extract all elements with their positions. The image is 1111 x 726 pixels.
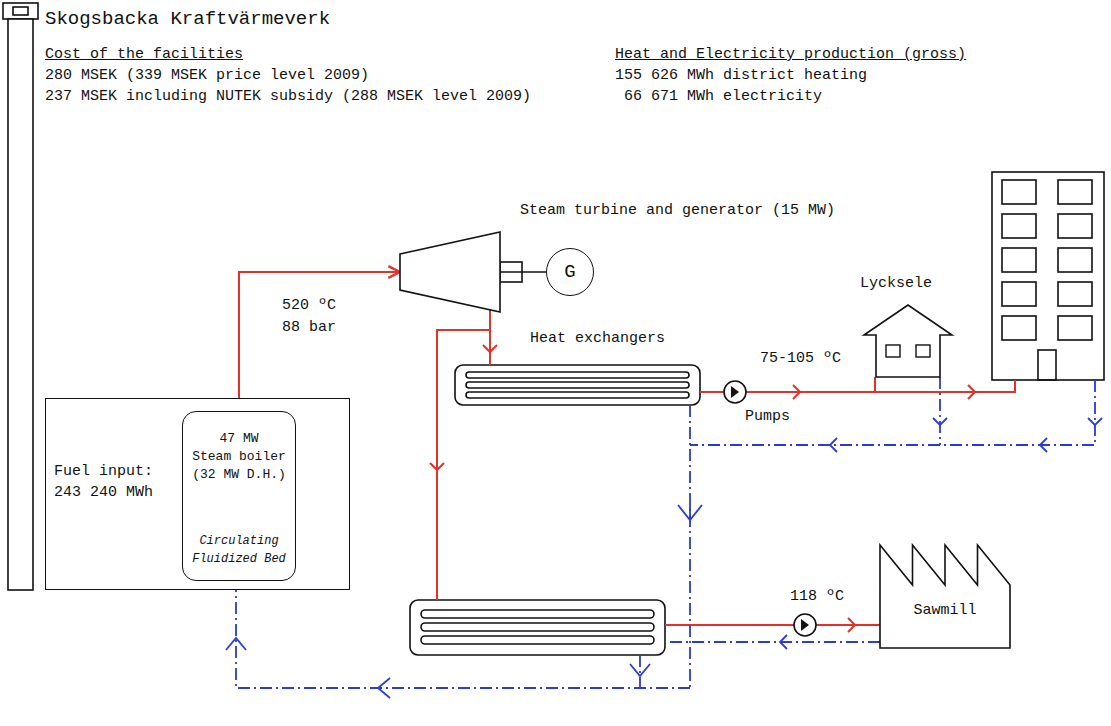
pump-symbol	[724, 381, 746, 403]
component-label: Heat exchangers	[530, 330, 665, 348]
exchanger-tube	[421, 623, 654, 631]
window	[1058, 316, 1092, 340]
chimney-cap	[3, 3, 38, 19]
exchanger-tube	[466, 382, 689, 388]
window	[1002, 180, 1036, 204]
window	[886, 345, 900, 357]
cost-note: 280 MSEK (339 MSEK price level 2009)	[45, 67, 369, 85]
exchanger-return	[689, 405, 691, 688]
flow-arrow	[226, 638, 246, 650]
sawmill-supply	[665, 624, 880, 626]
heat-exchangers	[410, 365, 700, 655]
heat-exchanger-upper	[455, 365, 700, 405]
window	[1058, 282, 1092, 306]
exchanger-tube	[466, 372, 689, 378]
production-note: 66 671 MWh electricity	[624, 88, 822, 106]
return-arrows	[226, 418, 1102, 698]
chimney	[3, 3, 38, 590]
boiler-return	[236, 580, 690, 688]
cost-note: 237 MSEK including NUTEK subsidy (288 MS…	[45, 88, 531, 106]
window	[1002, 248, 1036, 272]
temperature-label: 118 ºC	[790, 588, 844, 606]
diagram-title: Skogsbacka Kraftvärmeverk	[45, 8, 330, 30]
flow-arrow	[378, 678, 390, 698]
steam-pipe	[239, 272, 400, 411]
apartment-building	[992, 172, 1104, 380]
window	[916, 345, 930, 357]
district-heating-return	[690, 380, 1095, 445]
node-text: Lycksele	[860, 275, 932, 293]
component-label: Pumps	[745, 408, 790, 426]
flow-arrow	[678, 505, 702, 520]
production-note: 155 626 MWh district heating	[615, 67, 867, 85]
pump-symbol	[794, 614, 816, 636]
flow-arrow	[1040, 438, 1047, 452]
pump-arrow	[801, 619, 809, 631]
window	[1002, 282, 1036, 306]
sawmill-return	[665, 641, 880, 643]
door	[1038, 350, 1056, 380]
flow-arrow	[483, 345, 497, 352]
house-shape	[864, 305, 952, 377]
sawmill-shape	[880, 545, 1010, 648]
turbine-shaft	[500, 271, 546, 273]
node-text: 47 MW	[219, 430, 258, 448]
turbine-outline	[400, 232, 500, 312]
steam-turbine: Steam turbine and generator (15 MW)	[400, 232, 500, 312]
house-supply	[874, 377, 876, 392]
chimney-stack	[8, 19, 33, 590]
steam-boiler: 47 MWSteam boiler(32 MW D.H.) Circulating…	[182, 411, 296, 581]
house-return	[939, 377, 941, 445]
node-text: Sawmill	[880, 602, 1010, 620]
turbine-outlet-pipe	[489, 309, 491, 365]
flow-arrow	[780, 635, 787, 649]
pump-arrow	[731, 386, 739, 398]
node-text: Circulating Fluidized Bed	[187, 532, 291, 568]
flow-arrow	[830, 438, 837, 452]
heat-exchanger-lower	[410, 600, 665, 655]
section-heading: Cost of the facilities	[45, 46, 243, 64]
exchanger-tube	[421, 610, 654, 618]
lower-exchanger-return	[639, 655, 641, 688]
exchanger-tube	[466, 392, 689, 398]
node-text: Steam boiler	[192, 448, 286, 466]
sawmill-outline	[880, 540, 1010, 648]
return-pipes	[236, 377, 1095, 688]
window	[1058, 214, 1092, 238]
sawmill-branch-pipe	[437, 330, 490, 600]
node-text: (32 MW D.H.)	[192, 466, 286, 484]
flow-arrow	[630, 664, 650, 676]
flow-arrow	[968, 385, 975, 399]
window	[1002, 214, 1036, 238]
window	[1058, 248, 1092, 272]
flow-arrow	[933, 418, 947, 425]
node-text: Steam turbine and generator (15 MW)	[520, 202, 835, 220]
apartment-outline	[992, 172, 1104, 380]
flow-arrow	[793, 385, 800, 399]
pressure-label: 88 bar	[282, 319, 336, 337]
house-lycksele: Lycksele	[870, 305, 946, 377]
node-text: Fuel input: 243 240 MWh	[54, 461, 164, 503]
chimney-cap-detail	[13, 7, 28, 15]
house-outline	[870, 305, 946, 377]
window	[1002, 316, 1036, 340]
temperature-label: 520 ºC	[282, 297, 336, 315]
turbine-shape	[400, 232, 500, 312]
generator-circle: G	[546, 248, 594, 296]
node-text: G	[564, 262, 575, 282]
flow-arrow	[430, 463, 444, 470]
window	[1058, 180, 1092, 204]
flow-arrow	[848, 618, 855, 632]
temperature-label: 75-105 ºC	[760, 350, 841, 368]
section-heading: Heat and Electricity production (gross)	[615, 46, 966, 64]
flow-arrow	[1088, 418, 1102, 425]
sawmill-building: Sawmill	[880, 540, 1010, 648]
exchanger-tube	[421, 636, 654, 644]
boiler-house: 47 MWSteam boiler(32 MW D.H.) Circulating…	[45, 398, 350, 590]
